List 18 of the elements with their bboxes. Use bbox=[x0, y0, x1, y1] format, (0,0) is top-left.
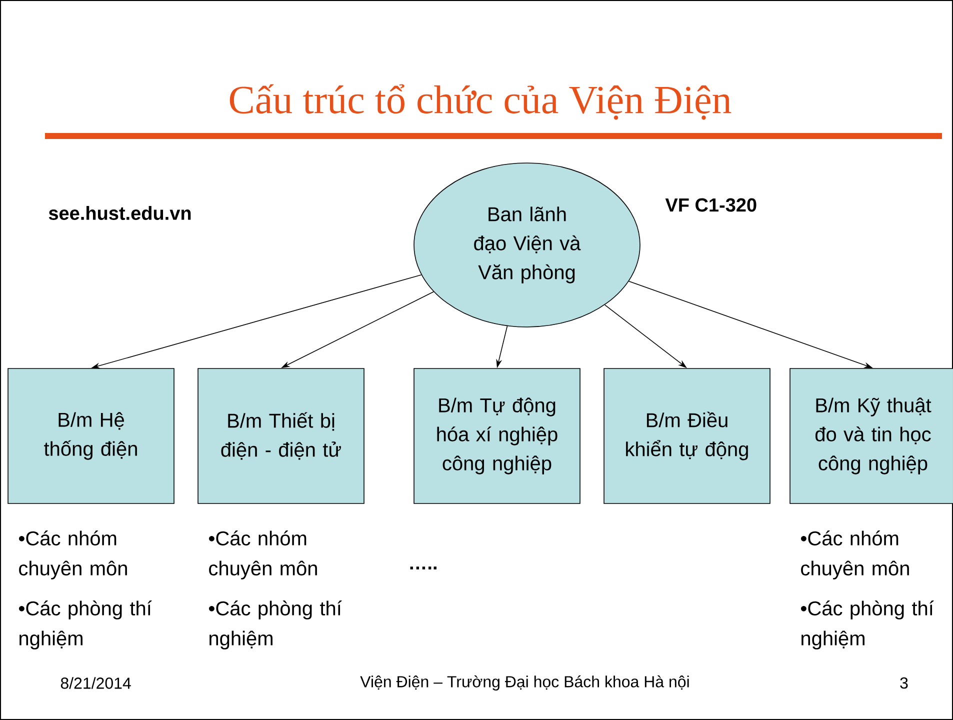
footer-text: Viện Điện – Trường Đại học Bách khoa Hà nội bbox=[360, 675, 689, 691]
bullet-item: •Các phòng thí nghiệm bbox=[19, 600, 152, 650]
title: Cấu trúc tổ chức của Viện Điện bbox=[230, 84, 732, 120]
page-number: 3 bbox=[900, 677, 908, 689]
room-number: VF C1-320 bbox=[665, 198, 756, 212]
bullet-item: •Các phòng thí nghiệm bbox=[209, 600, 342, 650]
department-box: B/m Tự động hóa xí nghiệp công nghiệp bbox=[414, 368, 580, 504]
department-box: B/m Điều khiển tự động bbox=[604, 368, 770, 504]
ellipsis: ….. bbox=[410, 566, 436, 570]
department-box: B/m Kỹ thuật đo và tin học công nghiệp bbox=[790, 368, 953, 504]
department-box: B/m Thiết bị điện - điện tử bbox=[198, 368, 364, 504]
bullet-item: •Các phòng thí nghiệm bbox=[801, 600, 934, 650]
department-box: B/m Hệ thống điện bbox=[8, 368, 174, 504]
date: 8/21/2014 bbox=[60, 677, 131, 689]
bullet-item: •Các nhóm chuyên môn bbox=[801, 530, 909, 580]
web-address: see.hust.edu.vn bbox=[48, 206, 191, 220]
bullet-item: •Các nhóm chuyên môn bbox=[19, 530, 127, 580]
bullet-item: •Các nhóm chuyên môn bbox=[209, 530, 317, 580]
